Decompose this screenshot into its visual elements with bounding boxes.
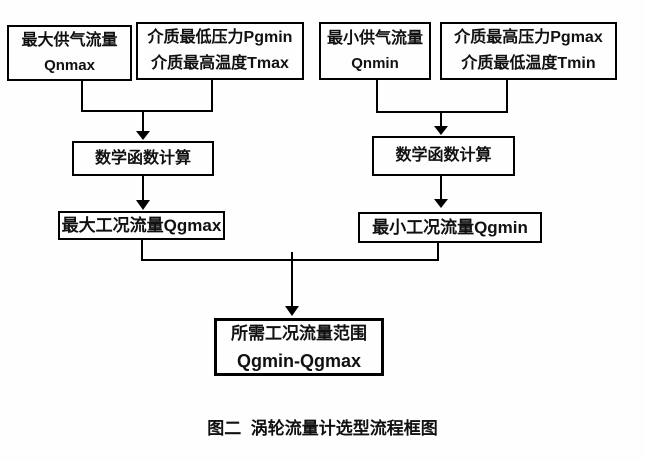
figure-caption: 图二 涡轮流量计选型流程框图 bbox=[207, 419, 438, 438]
arrowhead-to-qgmax bbox=[136, 200, 150, 210]
node-label: 最大工况流量Qgmax bbox=[61, 215, 222, 235]
node-required-flow-range: 所需工况流量范围 Qgmin-Qgmax bbox=[214, 318, 384, 376]
node-label: 数学函数计算 bbox=[395, 147, 492, 164]
connector-left-merge bbox=[81, 80, 213, 140]
node-sublabel: 介质最高温度Tmax bbox=[151, 55, 289, 72]
arrowhead-to-calc-right bbox=[434, 126, 448, 135]
connector-final-merge bbox=[141, 240, 439, 316]
connector-calc-left-to-qgmax bbox=[136, 176, 150, 210]
node-label: 最大供气流量 bbox=[21, 32, 118, 49]
node-label: 最小工况流量Qgmin bbox=[372, 217, 528, 237]
arrowhead-to-qgmin bbox=[434, 199, 448, 208]
node-label: 数学函数计算 bbox=[94, 149, 191, 167]
node-label: 所需工况流量范围 bbox=[231, 324, 367, 343]
node-max-operating-flow: 最大工况流量Qgmax bbox=[58, 211, 225, 240]
connector-calc-right-to-qgmin bbox=[434, 176, 448, 208]
node-sublabel: 介质最低温度Tmin bbox=[461, 55, 596, 72]
node-max-supply-flow: 最大供气流量 Qnmax bbox=[7, 25, 132, 81]
node-min-supply-flow: 最小供气流量 Qnmin bbox=[319, 22, 431, 80]
node-min-operating-flow: 最小工况流量Qgmin bbox=[358, 212, 542, 243]
node-sublabel: Qnmin bbox=[351, 55, 399, 72]
node-math-function-calc-right: 数学函数计算 bbox=[372, 136, 515, 176]
arrowhead-to-calc-left bbox=[136, 131, 150, 140]
node-label: 介质最高压力Pgmax bbox=[454, 29, 603, 46]
connector-right-merge bbox=[376, 80, 508, 135]
node-max-pressure-min-temp: 介质最高压力Pgmax 介质最低温度Tmin bbox=[440, 22, 617, 80]
node-label: 介质最低压力Pgmin bbox=[147, 29, 293, 46]
arrowhead-to-result bbox=[285, 306, 299, 316]
node-sublabel: Qgmin-Qgmax bbox=[236, 351, 361, 371]
node-sublabel: Qnmax bbox=[44, 57, 95, 74]
node-min-pressure-max-temp: 介质最低压力Pgmin 介质最高温度Tmax bbox=[136, 22, 304, 80]
node-label: 最小供气流量 bbox=[326, 30, 423, 47]
node-math-function-calc-left: 数学函数计算 bbox=[72, 141, 214, 176]
